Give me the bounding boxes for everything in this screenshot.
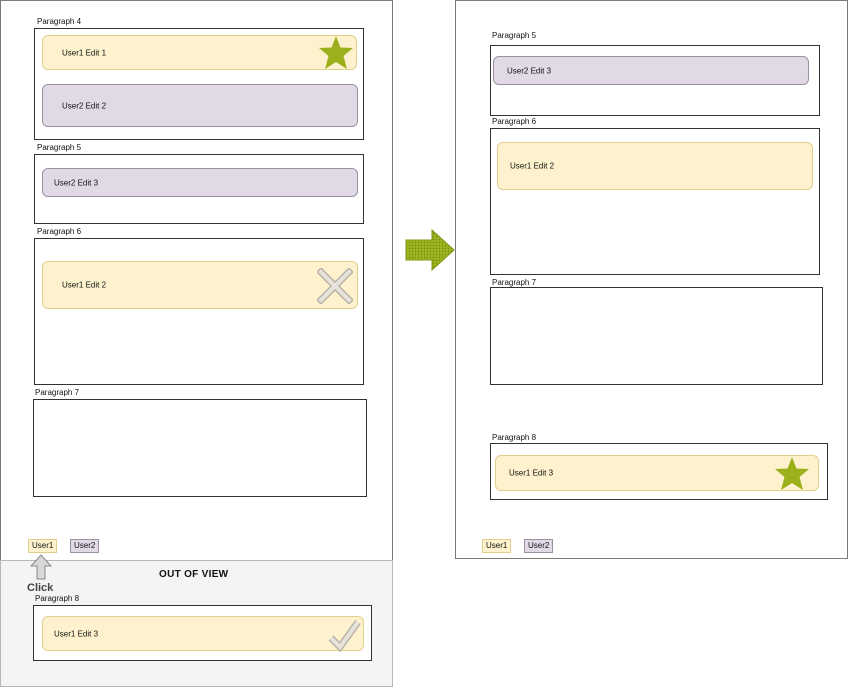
paragraph-label: Paragraph 6 bbox=[37, 227, 82, 236]
edit-label: User1 Edit 2 bbox=[510, 161, 555, 171]
paragraph-label: Paragraph 7 bbox=[35, 388, 80, 397]
user2-toggle-button[interactable]: User2 bbox=[524, 539, 554, 553]
edit-label: User2 Edit 2 bbox=[62, 101, 107, 110]
edit-label: User1 Edit 3 bbox=[509, 468, 554, 478]
checkmark-icon[interactable] bbox=[327, 618, 361, 652]
star-icon[interactable] bbox=[774, 456, 810, 492]
up-arrow-icon bbox=[30, 554, 52, 580]
user1-toggle-button[interactable]: User1 bbox=[482, 539, 512, 553]
user1-edit-1[interactable]: User1 Edit 1 bbox=[42, 35, 357, 70]
paragraph-label: Paragraph 8 bbox=[35, 594, 80, 603]
user2-toggle-button[interactable]: User2 bbox=[70, 539, 100, 553]
user1-edit-2[interactable]: User1 Edit 2 bbox=[497, 142, 813, 190]
cross-icon[interactable] bbox=[317, 268, 353, 304]
star-icon[interactable] bbox=[318, 35, 354, 71]
user2-edit-2[interactable]: User2 Edit 2 bbox=[42, 84, 358, 127]
paragraph-label: Paragraph 4 bbox=[37, 17, 82, 26]
user1-toggle-button[interactable]: User1 bbox=[28, 539, 58, 553]
out-of-view-title: OUT OF VIEW bbox=[159, 569, 229, 580]
user1-edit-3[interactable]: User1 Edit 3 bbox=[42, 616, 364, 652]
edit-label: User2 Edit 3 bbox=[507, 66, 552, 75]
edit-label: User1 Edit 1 bbox=[62, 48, 107, 57]
click-label: Click bbox=[27, 582, 54, 594]
paragraph-label: Paragraph 6 bbox=[492, 117, 537, 126]
paragraph-label: Paragraph 7 bbox=[492, 278, 537, 287]
user1-edit-3[interactable]: User1 Edit 3 bbox=[495, 455, 819, 491]
edit-label: User2 Edit 3 bbox=[54, 178, 99, 187]
edit-label: User1 Edit 2 bbox=[62, 280, 107, 290]
paragraph-label: Paragraph 8 bbox=[492, 433, 537, 442]
edit-label: User1 Edit 3 bbox=[54, 629, 99, 638]
user2-edit-3[interactable]: User2 Edit 3 bbox=[42, 168, 358, 197]
paragraph-label: Paragraph 5 bbox=[37, 143, 82, 152]
user2-edit-3[interactable]: User2 Edit 3 bbox=[493, 56, 809, 85]
user1-edit-2[interactable]: User1 Edit 2 bbox=[42, 261, 358, 309]
right-arrow-icon bbox=[405, 229, 455, 271]
paragraph-label: Paragraph 5 bbox=[492, 31, 537, 40]
paragraph-7-box[interactable] bbox=[33, 399, 367, 497]
paragraph-7-box[interactable] bbox=[490, 287, 823, 385]
